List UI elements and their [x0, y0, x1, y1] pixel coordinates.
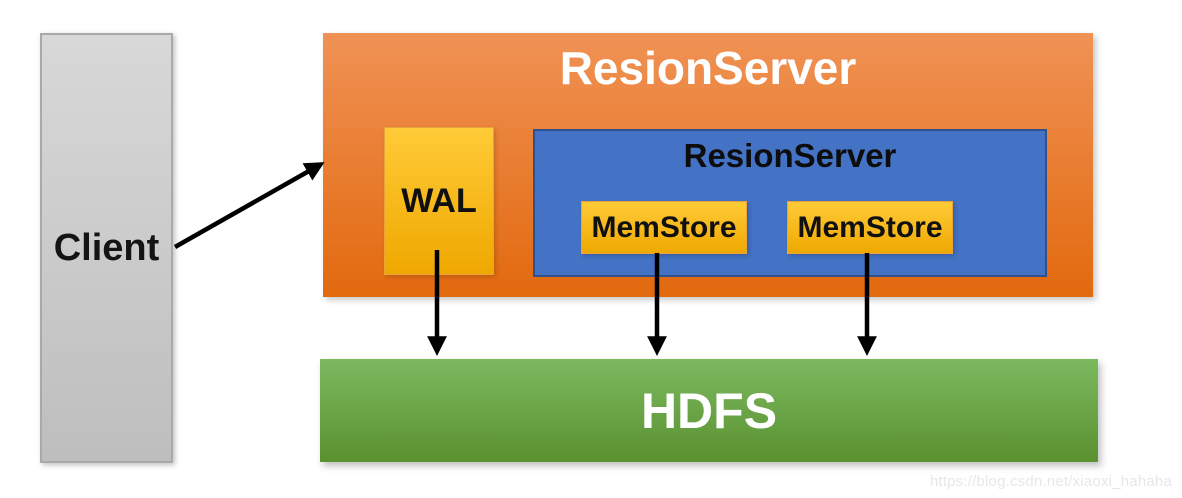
- memstore-node-2: MemStore: [787, 201, 953, 254]
- hdfs-label: HDFS: [640, 382, 778, 439]
- wal-label: WAL: [401, 181, 477, 220]
- regionserver-title: ResionServer: [559, 42, 857, 94]
- watermark: https://blog.csdn.net/xiaoxi_hahaha: [929, 473, 1172, 490]
- inner-regionserver-node: ResionServer MemStore MemStore: [533, 129, 1047, 277]
- memstore-label-1: MemStore: [591, 210, 737, 244]
- memstore-node-1: MemStore: [581, 201, 747, 254]
- memstore-label-2: MemStore: [797, 210, 943, 244]
- hdfs-node: HDFS: [320, 359, 1098, 462]
- wal-node: WAL: [384, 127, 494, 275]
- inner-regionserver-title: ResionServer: [683, 137, 897, 174]
- client-to-regionserver-arrow: [173, 162, 325, 249]
- regionserver-node: ResionServer WAL ResionServer MemStore M…: [323, 33, 1093, 297]
- client-label: Client: [53, 226, 160, 269]
- client-node: Client: [40, 33, 173, 463]
